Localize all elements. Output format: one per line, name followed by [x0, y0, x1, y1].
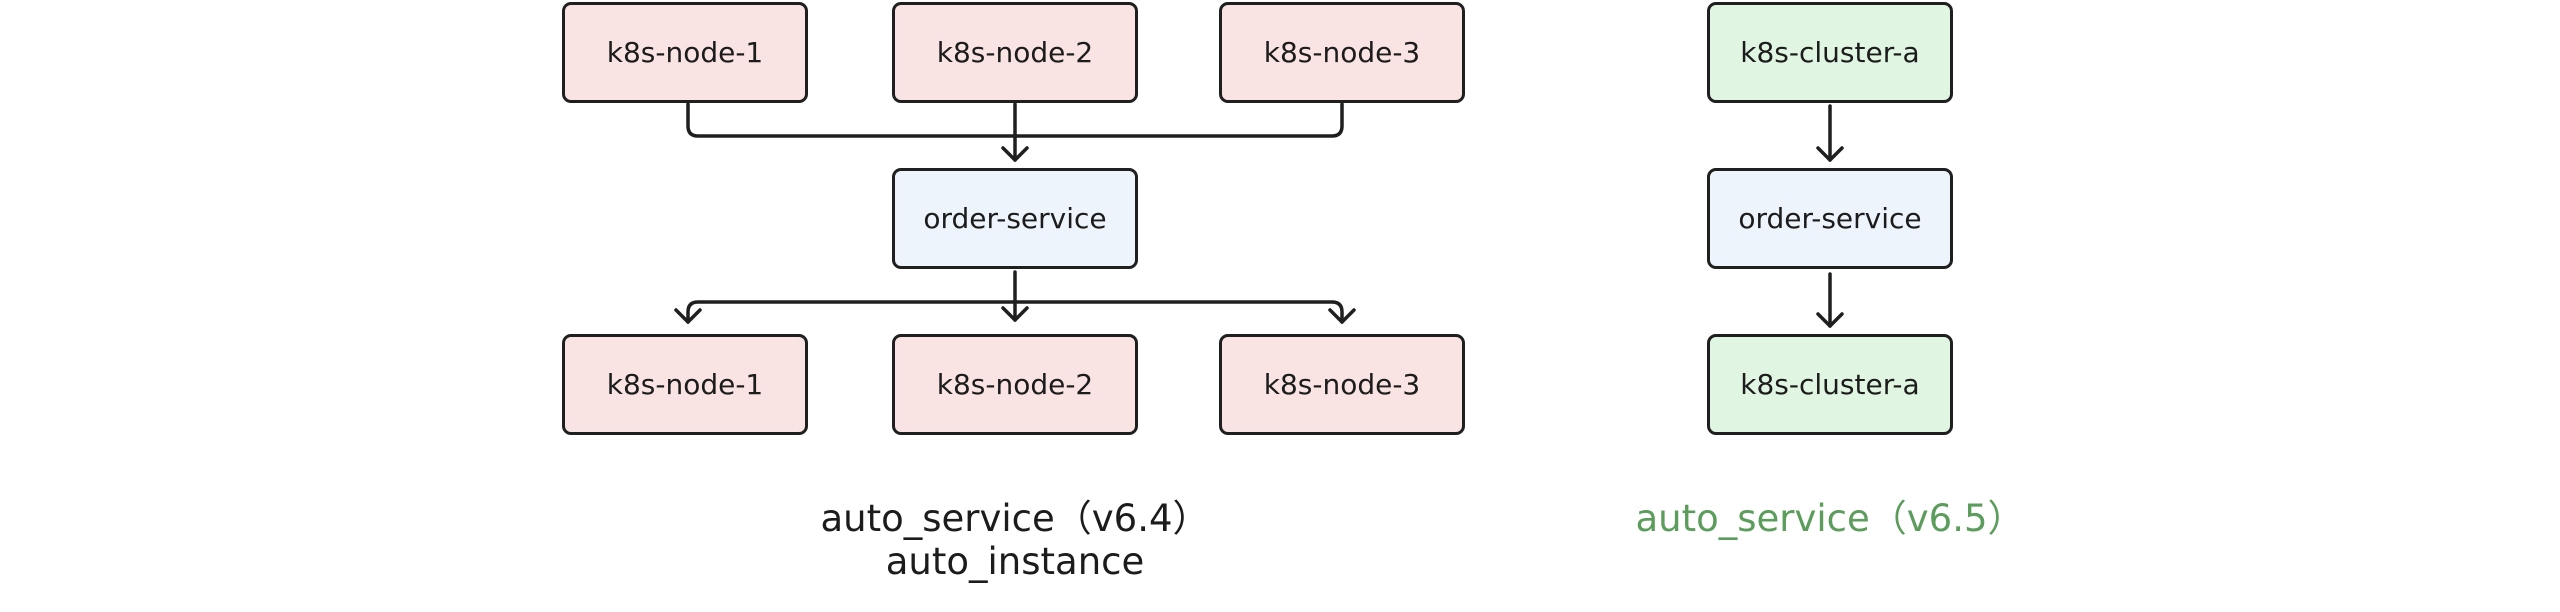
arrowhead-to-bottom-node-1	[674, 308, 702, 324]
top-node-3[interactable]: k8s-node-3	[1219, 2, 1465, 103]
top-node-1[interactable]: k8s-node-1	[562, 2, 808, 103]
right-top-cluster-node[interactable]: k8s-cluster-a	[1707, 2, 1953, 103]
arrowhead-to-right-cluster	[1816, 312, 1844, 328]
right-order-service-node[interactable]: order-service	[1707, 168, 1953, 269]
left-caption-line-2: auto_instance	[885, 540, 1145, 583]
bottom-node-3[interactable]: k8s-node-3	[1219, 334, 1465, 435]
right-caption: auto_service（v6.5）	[1635, 497, 2025, 540]
arrowhead-to-bottom-node-3	[1328, 308, 1356, 324]
order-service-node[interactable]: order-service	[892, 168, 1138, 269]
arrowhead-to-right-service	[1816, 146, 1844, 162]
top-node-2[interactable]: k8s-node-2	[892, 2, 1138, 103]
arrowhead-to-service	[1001, 146, 1029, 162]
left-caption-line-1: auto_service（v6.4）	[820, 497, 1210, 540]
bottom-node-1[interactable]: k8s-node-1	[562, 334, 808, 435]
edge-fanout-bus	[686, 300, 1344, 324]
right-bottom-cluster-node[interactable]: k8s-cluster-a	[1707, 334, 1953, 435]
arrowhead-to-bottom-node-2	[1001, 306, 1029, 322]
bottom-node-2[interactable]: k8s-node-2	[892, 334, 1138, 435]
